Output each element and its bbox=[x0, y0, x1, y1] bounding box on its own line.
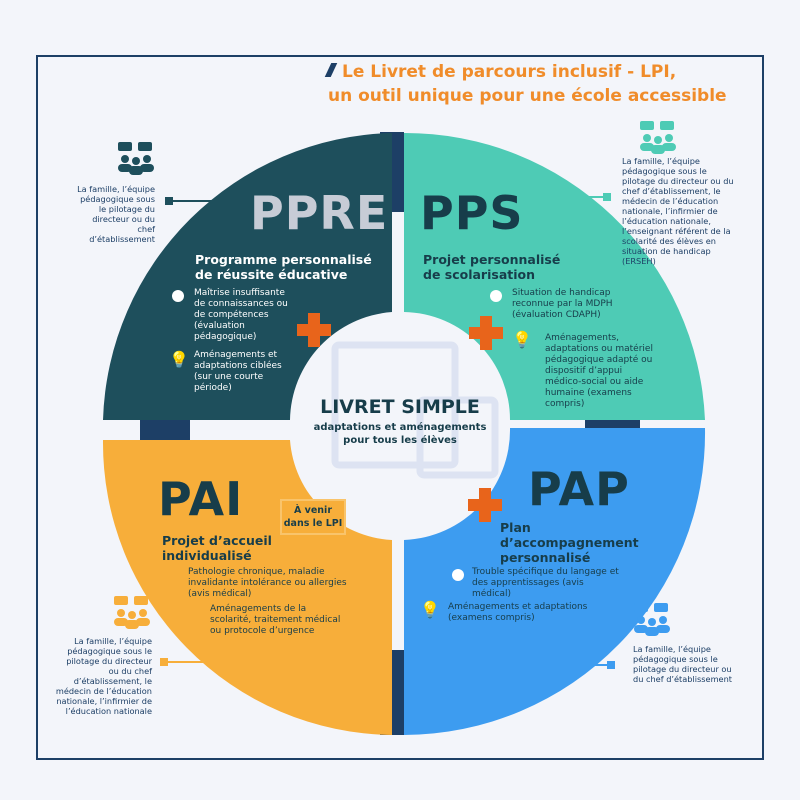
center-subtitle-line1: adaptations et aménagements bbox=[313, 422, 487, 433]
pai-criteria: Pathologie chronique, maladie invalidant… bbox=[188, 567, 347, 599]
plus-icon bbox=[468, 488, 502, 522]
ppre-acronym: PPRE bbox=[250, 186, 389, 240]
ppre-sector bbox=[103, 133, 392, 420]
pap-criteria: Trouble spécifique du langage et des app… bbox=[472, 567, 619, 599]
criteria-bullet-icon bbox=[490, 290, 502, 302]
pps-criteria: Situation de handicap reconnue par la MD… bbox=[512, 288, 613, 320]
title-line2: un outil unique pour une école accessibl… bbox=[328, 86, 727, 106]
pai-measures: Aménagements de la scolarité, traitement… bbox=[210, 604, 341, 636]
pps-name-line1: Projet personnalisé bbox=[423, 252, 561, 267]
pai-name-line2: individualisé bbox=[162, 548, 252, 563]
center-subtitle-line2: pour tous les élèves bbox=[343, 435, 457, 446]
criteria-bullet-icon bbox=[172, 290, 184, 302]
pap-actors: La famille, l’équipe pédagogique sous le… bbox=[633, 644, 732, 684]
center-title: LIVRET SIMPLE bbox=[320, 396, 480, 418]
ppre-name-line2: de réussite éducative bbox=[195, 267, 348, 282]
frame bbox=[36, 55, 764, 760]
pap-sector bbox=[404, 428, 706, 735]
pap-name-line1: Plan bbox=[500, 520, 531, 535]
pps-acronym: PPS bbox=[420, 186, 524, 240]
plus-icon bbox=[297, 313, 331, 347]
ppre-name-line1: Programme personnalisé bbox=[195, 252, 372, 267]
book-outline-icon bbox=[331, 341, 499, 479]
pai-name-line1: Projet d’accueil bbox=[162, 533, 272, 548]
ppre-criteria: Maîtrise insuffisante de connaissances o… bbox=[194, 288, 288, 342]
pap-measures: Aménagements et adaptations (examens com… bbox=[448, 602, 588, 623]
people-icon bbox=[640, 121, 676, 154]
pps-measures: Aménagements, adaptations ou matériel pé… bbox=[545, 333, 653, 409]
page-title: Le Livret de parcours inclusif - LPI, un… bbox=[324, 60, 727, 108]
pps-actors: La famille, l’équipe pédagogique sous le… bbox=[622, 156, 734, 266]
title-line1: Le Livret de parcours inclusif - LPI, bbox=[342, 62, 677, 82]
pps-sector bbox=[404, 132, 705, 420]
connector-right bbox=[585, 418, 640, 430]
people-icon bbox=[634, 603, 670, 636]
people-icon bbox=[114, 596, 150, 629]
pap-name-line3: personnalisé bbox=[500, 550, 591, 565]
livret-simple: LIVRET SIMPLE adaptations et aménagement… bbox=[290, 396, 510, 447]
connector-left bbox=[140, 420, 190, 442]
pps-name-line2: de scolarisation bbox=[423, 267, 536, 282]
pai-acronym: PAI bbox=[158, 472, 244, 526]
pap-acronym: PAP bbox=[528, 462, 630, 516]
ppre-measures: Aménagements et adaptations ciblées (sur… bbox=[194, 350, 282, 393]
criteria-bullet-icon bbox=[452, 569, 464, 581]
pai-badge: À venir dans le LPI bbox=[280, 499, 346, 535]
pai-actors: La famille, l’équipe pédagogique sous le… bbox=[55, 636, 152, 716]
pap-name-line2: d’accompagnement bbox=[500, 535, 639, 550]
people-icon bbox=[118, 142, 154, 175]
ppre-actors: La famille, l’équipe pédagogique sous le… bbox=[77, 184, 155, 244]
plus-icon bbox=[469, 316, 503, 350]
lightbulb-icon: 💡 bbox=[169, 350, 189, 369]
lightbulb-icon: 💡 bbox=[512, 330, 532, 349]
lightbulb-icon: 💡 bbox=[420, 600, 440, 619]
